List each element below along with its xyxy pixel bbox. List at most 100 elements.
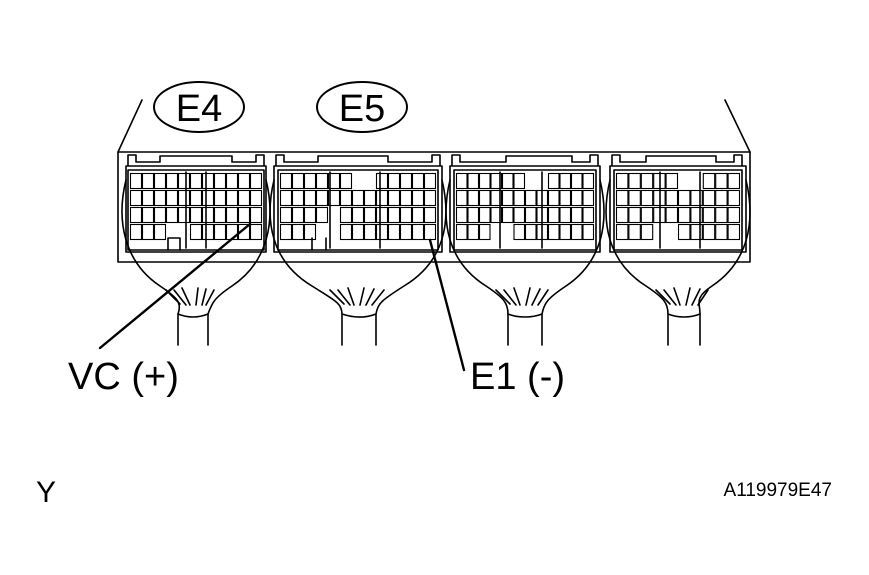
terminal-cavity <box>399 189 413 207</box>
terminal-cavity <box>423 223 437 241</box>
terminal-cavity <box>640 172 654 190</box>
terminal-cavity <box>467 223 480 241</box>
terminal-cavity <box>524 206 537 224</box>
terminal-cavity <box>702 206 716 224</box>
terminal-cavity <box>363 223 377 241</box>
terminal-cavity <box>291 189 305 207</box>
terminal-cavity <box>153 223 167 241</box>
terminal-cavity <box>237 189 251 207</box>
terminal-cavity <box>582 172 595 190</box>
terminal-cavity <box>303 223 317 241</box>
terminal-cavity <box>339 172 353 190</box>
terminal-cavity <box>559 223 572 241</box>
connector-callout-e4: E4 <box>153 81 245 133</box>
terminal-cavity <box>727 189 741 207</box>
terminal-cavity <box>225 189 239 207</box>
terminal-cavity <box>677 223 691 241</box>
terminal-cavity <box>279 206 293 224</box>
terminal-cavity <box>291 223 305 241</box>
terminal-cavity <box>351 189 365 207</box>
terminal-cavity <box>467 172 480 190</box>
terminal-cavity <box>237 172 251 190</box>
terminal-cavity <box>513 206 526 224</box>
terminal-cavity <box>582 206 595 224</box>
connector-4-body <box>605 154 751 346</box>
terminal-cavity <box>665 189 679 207</box>
terminal-cavity <box>702 223 716 241</box>
vc-leader-line <box>98 222 252 350</box>
terminal-cavity <box>478 206 491 224</box>
terminal-cavity <box>201 172 215 190</box>
terminal-cavity <box>690 189 703 207</box>
terminal-cavity <box>501 189 514 207</box>
terminal-cavity <box>501 206 514 224</box>
terminal-cavity <box>279 223 293 241</box>
terminal-cavity <box>201 206 215 224</box>
connector-label-e5: E5 <box>339 88 385 130</box>
terminal-cavity <box>628 172 641 190</box>
terminal-cavity <box>715 189 728 207</box>
terminal-cavity <box>399 206 413 224</box>
terminal-cavity <box>303 189 317 207</box>
terminal-cavity <box>279 172 293 190</box>
terminal-cavity <box>213 223 227 241</box>
terminal-cavity <box>547 206 560 224</box>
terminal-cavity <box>455 172 468 190</box>
terminal-cavity <box>513 189 526 207</box>
terminal-cavity <box>570 223 583 241</box>
terminal-cavity <box>315 189 329 207</box>
terminal-cavity <box>315 206 329 224</box>
terminal-cavity <box>513 223 526 241</box>
terminal-cavity <box>715 206 728 224</box>
terminal-cavity <box>559 172 572 190</box>
terminal-cavity <box>201 189 215 207</box>
terminal-cavity <box>129 223 143 241</box>
terminal-cavity <box>399 172 413 190</box>
terminal-cavity <box>524 223 537 241</box>
terminal-cavity <box>640 206 654 224</box>
terminal-cavity <box>702 189 716 207</box>
terminal-cavity <box>351 223 365 241</box>
terminal-cavity <box>727 172 741 190</box>
terminal-cavity <box>177 172 191 190</box>
terminal-cavity <box>225 172 239 190</box>
terminal-cavity <box>363 206 377 224</box>
terminal-cavity <box>536 206 549 224</box>
terminal-cavity <box>640 223 654 241</box>
terminal-cavity <box>153 189 167 207</box>
terminal-cavity <box>303 206 317 224</box>
terminal-cavity <box>423 206 437 224</box>
terminal-cavity <box>690 223 703 241</box>
terminal-cavity <box>490 206 503 224</box>
terminal-cavity <box>455 206 468 224</box>
terminal-cavity <box>411 206 425 224</box>
terminal-cavity <box>478 189 491 207</box>
terminal-cavity <box>582 189 595 207</box>
terminal-cavity <box>375 189 389 207</box>
terminal-cavity <box>490 189 503 207</box>
terminal-cavity <box>165 206 179 224</box>
terminal-cavity <box>524 189 537 207</box>
terminal-cavity <box>399 223 413 241</box>
terminal-cavity <box>339 206 353 224</box>
connector-e5-body <box>269 154 447 346</box>
terminal-cavity <box>375 172 389 190</box>
terminal-cavity <box>411 189 425 207</box>
terminal-cavity <box>303 172 317 190</box>
terminal-cavity <box>177 206 191 224</box>
terminal-cavity <box>351 206 365 224</box>
terminal-cavity <box>249 172 263 190</box>
terminal-cavity <box>547 172 560 190</box>
terminal-cavity <box>690 206 703 224</box>
terminal-cavity <box>665 206 679 224</box>
connector-callout-e5: E5 <box>316 81 408 133</box>
terminal-cavity <box>189 223 203 241</box>
terminal-cavity <box>129 189 143 207</box>
terminal-cavity <box>628 223 641 241</box>
terminal-cavity <box>478 223 491 241</box>
terminal-cavity <box>615 223 629 241</box>
terminal-cavity <box>201 223 215 241</box>
terminal-cavity <box>387 223 401 241</box>
terminal-cavity <box>547 189 560 207</box>
terminal-cavity <box>339 223 353 241</box>
